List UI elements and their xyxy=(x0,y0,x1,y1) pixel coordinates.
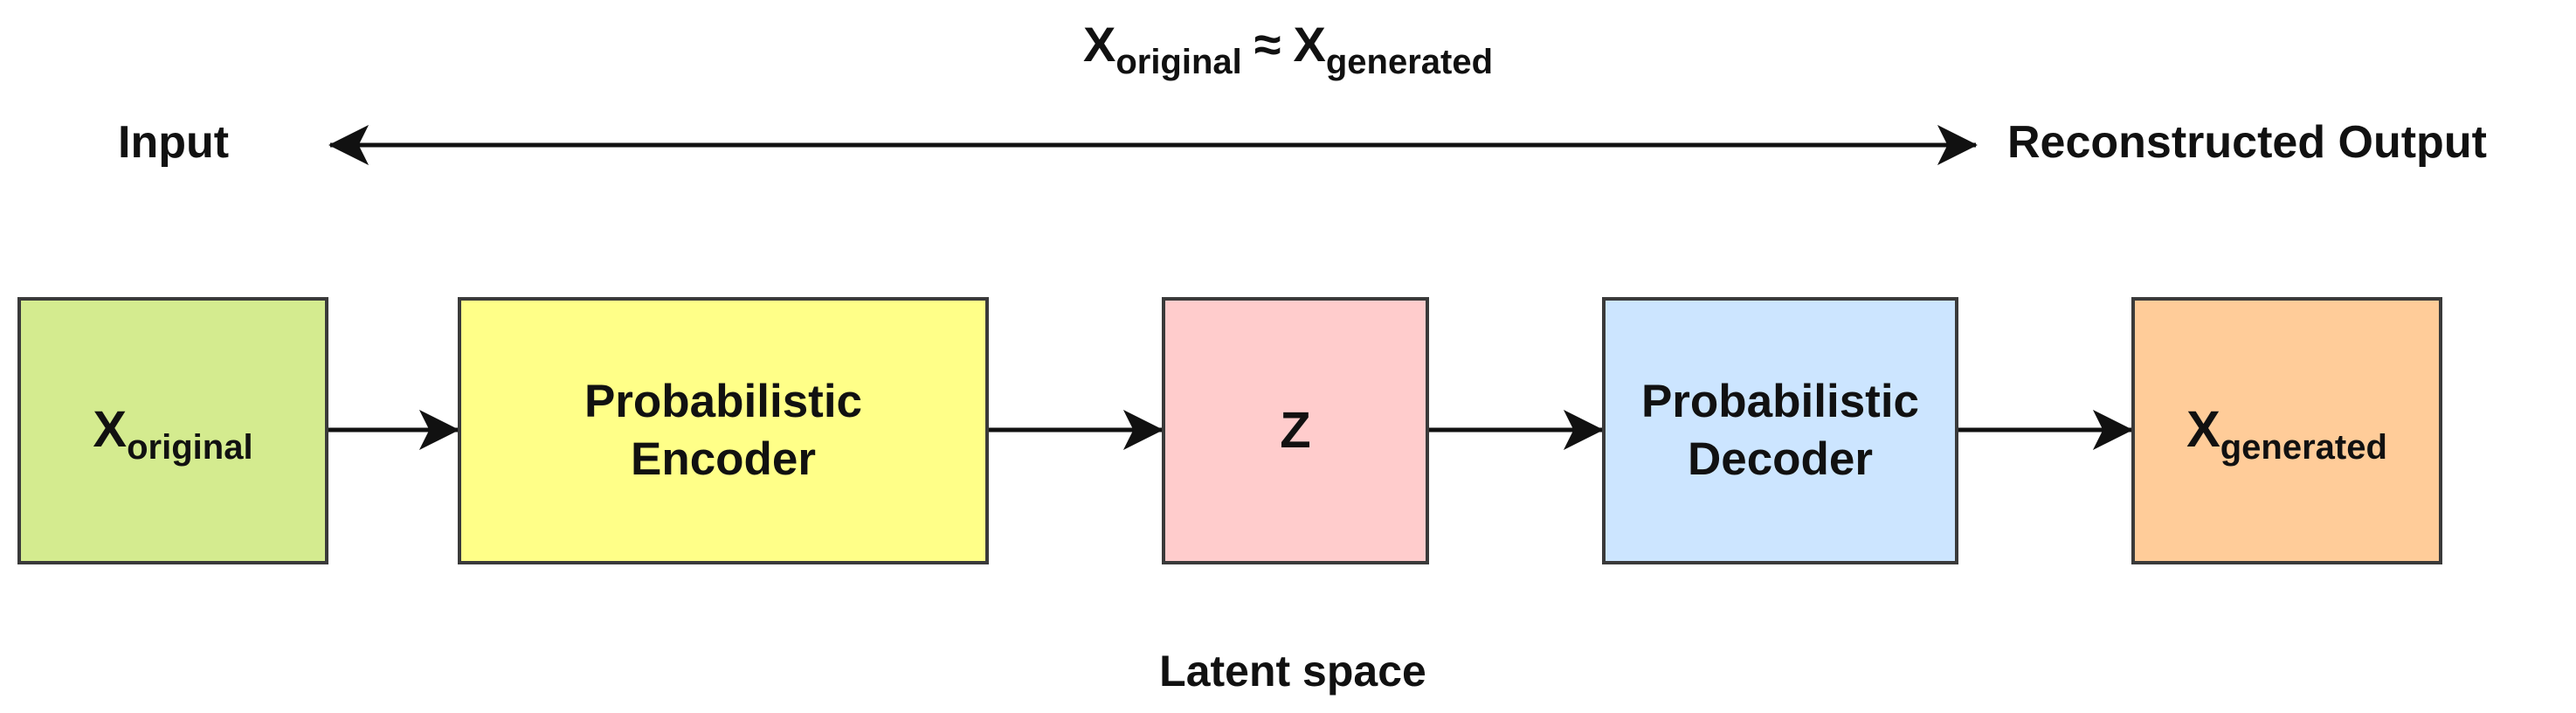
decoder-line1: Probabilistic xyxy=(1640,376,1920,427)
z-symbol: Z xyxy=(1280,402,1311,459)
formula-title: Xoriginal≈Xgenerated xyxy=(0,5,2576,84)
input-label: Input xyxy=(118,117,230,168)
x-original-symbol: X xyxy=(93,401,128,458)
decoder-line2: Decoder xyxy=(1687,433,1874,485)
latent-space-label: Latent space xyxy=(1159,647,1426,696)
x-original-label: Xoriginal xyxy=(93,401,252,465)
encoder-line1: Probabilistic xyxy=(584,376,863,427)
formula-rhs-subscript: generated xyxy=(1325,43,1494,81)
probabilistic-encoder-box: Probabilistic Encoder xyxy=(458,297,989,564)
probabilistic-decoder-box: Probabilistic Decoder xyxy=(1602,297,1958,564)
formula-lhs-symbol: X xyxy=(1082,17,1116,72)
x-generated-subscript: generated xyxy=(2220,428,2387,467)
formula-rhs-symbol: X xyxy=(1293,17,1326,72)
formula-approx-sign: ≈ xyxy=(1253,17,1281,72)
reconstructed-output-label: Reconstructed Output xyxy=(2007,117,2487,168)
x-generated-box: Xgenerated xyxy=(2131,297,2442,564)
x-original-subscript: original xyxy=(127,428,253,467)
formula-lhs-subscript: original xyxy=(1115,43,1242,81)
encoder-line2: Encoder xyxy=(630,433,817,485)
x-original-box: Xoriginal xyxy=(17,297,328,564)
x-generated-label: Xgenerated xyxy=(2186,401,2387,465)
x-generated-symbol: X xyxy=(2186,401,2220,458)
latent-z-box: Z xyxy=(1162,297,1429,564)
